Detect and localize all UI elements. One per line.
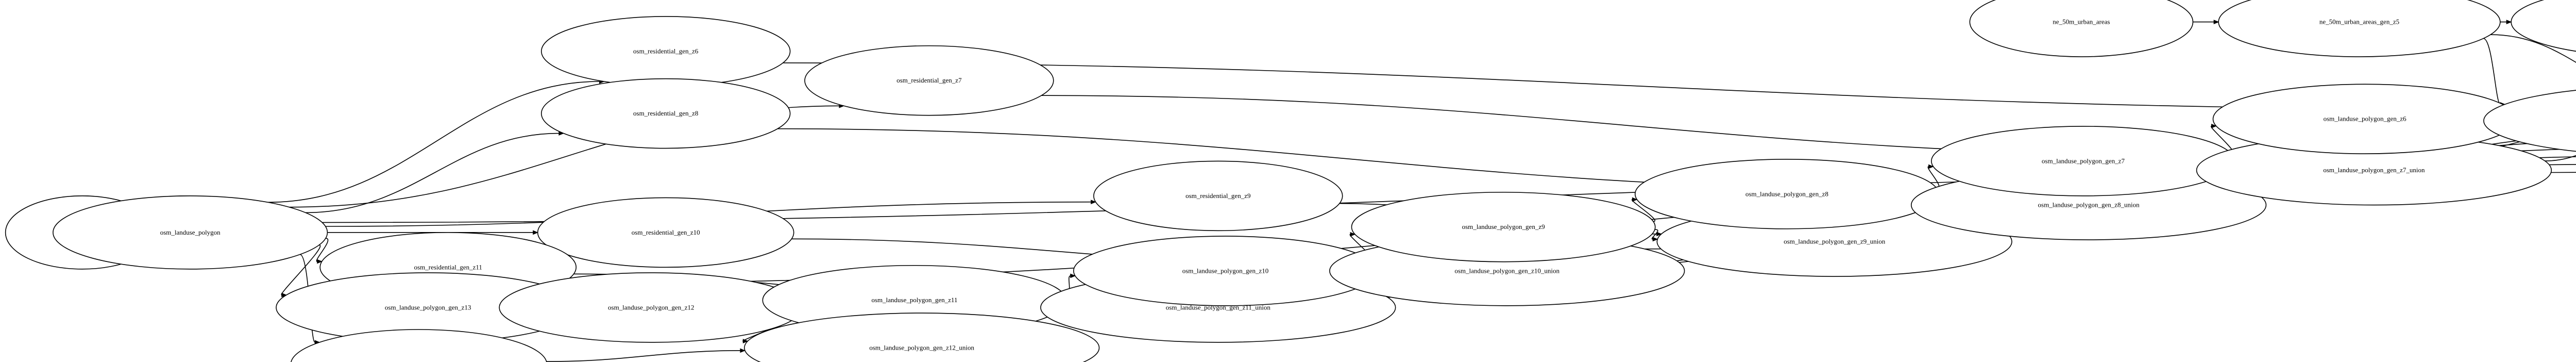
node-label: osm_landuse_polygon_gen_z9_union — [1784, 238, 1886, 245]
graph-node[interactable]: osm_residential_gen_z6 — [540, 16, 791, 87]
node-label: osm_landuse_polygon_gen_z10_union — [1454, 267, 1560, 274]
graph-node[interactable]: osm_residential_gen_z10 — [537, 197, 794, 268]
node-ellipse — [2483, 90, 2576, 152]
graph-node[interactable]: ne_50m_urban_areas_gen_z5 — [2218, 0, 2501, 57]
node-label: osm_landuse_polygon_gen_z13 — [385, 303, 471, 311]
edge-arrowhead — [1350, 232, 1356, 237]
node-label: osm_landuse_polygon_gen_z12_union — [869, 343, 974, 351]
node-label: osm_residential_gen_z9 — [1185, 192, 1250, 200]
edge-arrowhead — [2211, 124, 2217, 128]
node-label: osm_residential_gen_z7 — [896, 76, 962, 84]
graph-edge — [267, 81, 600, 203]
node-label: ne_50m_urban_areas_gen_z5 — [2319, 18, 2399, 26]
edge-arrowhead — [740, 348, 746, 353]
graph-edge — [316, 238, 329, 262]
node-ellipse — [53, 195, 328, 270]
graph-edge — [783, 62, 2489, 110]
edge-arrowhead — [2506, 20, 2512, 24]
graph-node[interactable]: osm_landuse_polygon_gen_z7 — [1931, 126, 2235, 196]
graph-edge — [305, 133, 559, 213]
node-ellipse — [1093, 160, 1343, 232]
graph-edge — [546, 350, 740, 362]
edge-arrowhead — [1928, 164, 1934, 169]
graph-node[interactable]: ne_50m_urban_areas — [1969, 0, 2194, 57]
graph-node[interactable]: osm_landuse_polygon_gen_z13 — [276, 272, 581, 343]
node-label: osm_landuse_polygon_gen_z12 — [608, 303, 694, 311]
edge-arrowhead — [1070, 273, 1076, 278]
edge-arrowhead — [742, 339, 749, 343]
node-label: osm_landuse_polygon_gen_z8_union — [2038, 201, 2140, 209]
node-ellipse — [1969, 0, 2194, 57]
edge-arrowhead — [317, 259, 323, 264]
node-ellipse — [804, 45, 1054, 116]
node-layer: imposm3osm_landuse_polygonosm_residentia… — [5, 0, 2576, 362]
node-ellipse — [540, 78, 791, 149]
graph-edge — [2490, 34, 2576, 63]
node-label: osm_landuse_polygon_gen_z7 — [2042, 157, 2125, 164]
edge-arrowhead — [1091, 200, 1096, 205]
graph-node[interactable]: osm_landuse_polygon_gen_z12_union — [744, 312, 1100, 362]
graph-node[interactable]: osm_residential_gen_z12 — [291, 329, 547, 362]
edge-arrowhead — [1656, 232, 1663, 237]
graph-node[interactable]: osm_landuse_polygon_gen_z8 — [1634, 159, 1939, 229]
node-label: osm_landuse_polygon_gen_z11 — [871, 296, 957, 304]
node-ellipse — [2511, 0, 2576, 52]
graph-node[interactable]: osm_residential_gen_z8 — [540, 78, 791, 149]
graph-node[interactable]: osm_landuse_polygon_gen_z9 — [1351, 191, 1656, 262]
graph-node[interactable]: ne_50m_urban_areas_gen_z4 — [2511, 0, 2576, 57]
node-label: osm_landuse_polygon_gen_z8 — [1745, 190, 1828, 198]
node-label: osm_residential_gen_z12 — [385, 360, 453, 362]
edge-arrowhead — [533, 230, 539, 235]
graph-node[interactable]: osm_landuse_polygon_gen_z10 — [1073, 236, 1378, 306]
node-label: osm_landuse_polygon_gen_z9 — [1462, 223, 1545, 231]
graph-edge — [2545, 155, 2576, 161]
node-label: osm_landuse_polygon_gen_z10 — [1182, 267, 1269, 274]
graph-node[interactable]: osm_landuse_polygon_gen_z12 — [499, 272, 804, 343]
node-label: osm_residential_gen_z10 — [632, 228, 700, 236]
graph-node[interactable]: osm_residential_gen_z9 — [1093, 160, 1343, 232]
node-ellipse — [2218, 0, 2501, 57]
edge-arrowhead — [2213, 20, 2219, 24]
node-label: ne_50m_urban_areas — [2053, 18, 2110, 26]
node-label: osm_residential_gen_z6 — [633, 47, 699, 55]
graph-node[interactable]: osm_landuse_polygon_gen_z6_union — [2483, 86, 2576, 156]
node-label: osm_landuse_polygon_gen_z7_union — [2323, 166, 2425, 174]
graph-node[interactable]: osm_residential_gen_z7 — [804, 45, 1054, 116]
edge-arrowhead — [281, 292, 287, 298]
node-ellipse — [291, 329, 547, 362]
graph-node[interactable]: osm_landuse_polygon — [53, 195, 328, 270]
node-ellipse — [537, 197, 794, 268]
graph-edge — [2483, 38, 2501, 105]
node-label: osm_residential_gen_z8 — [633, 109, 698, 117]
edge-arrowhead — [1632, 197, 1638, 202]
node-ellipse — [744, 312, 1100, 362]
node-ellipse — [1351, 191, 1656, 262]
edge-arrowhead — [1652, 237, 1658, 242]
node-label: osm_landuse_polygon — [160, 228, 221, 236]
node-label: osm_landuse_polygon_gen_z6 — [2324, 115, 2407, 123]
graph-node[interactable]: osm_landuse_polygon_gen_z6 — [2212, 84, 2517, 154]
node-label: osm_residential_gen_z11 — [414, 263, 482, 271]
graph-edge — [281, 244, 321, 295]
